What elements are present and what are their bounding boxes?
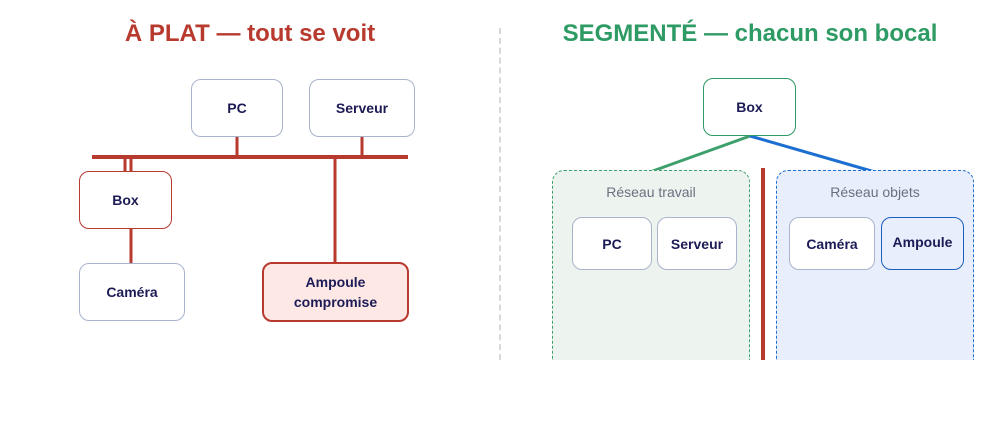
node-box: Box bbox=[79, 171, 172, 229]
zone-reseau-objets-label: Réseau objets bbox=[830, 184, 920, 200]
node-pc: PC bbox=[191, 79, 283, 137]
node-ampoule-iot: Ampoule bbox=[881, 217, 964, 270]
node-pc-work: PC bbox=[572, 217, 652, 270]
flat-network-title: À PLAT — tout se voit bbox=[124, 20, 376, 47]
zone-reseau-travail-label: Réseau travail bbox=[606, 184, 696, 200]
segmented-network-title: SEGMENTÉ — chacun son bocal bbox=[562, 20, 938, 47]
node-box-segmented: Box bbox=[703, 78, 796, 136]
node-camera: Caméra bbox=[79, 263, 185, 321]
node-serveur-work: Serveur bbox=[657, 217, 737, 270]
panel-divider bbox=[499, 28, 501, 360]
box-to-iot-link bbox=[749, 134, 876, 174]
node-serveur: Serveur bbox=[309, 79, 415, 137]
node-ampoule-compromise: Ampoule compromise bbox=[262, 262, 409, 322]
box-to-work-link bbox=[649, 134, 751, 174]
node-camera-iot: Caméra bbox=[789, 217, 875, 270]
